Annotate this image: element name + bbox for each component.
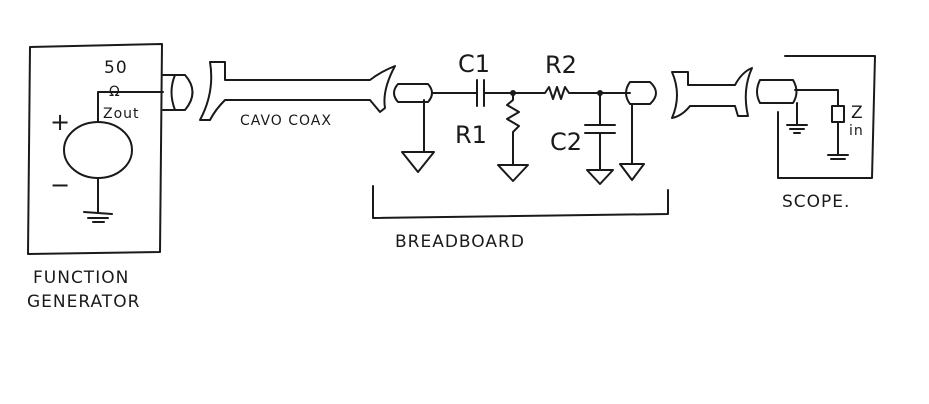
minus-sign: − [50,171,70,199]
r2-label: R2 [545,51,577,79]
cable-label: CAVO COAX [240,113,332,129]
c1-label: C1 [458,50,490,78]
impedance-value: 50 [104,58,128,78]
breadboard-label: BREADBOARD [395,232,525,252]
bnc-connector-icon [162,74,194,111]
wire [431,79,631,107]
scope-label: SCOPE. [782,192,850,212]
wire [777,55,876,179]
coax-cable: CAVO COAX [162,61,396,129]
bnc-connector-icon [393,83,433,103]
breadboard-bracket [372,185,669,219]
resistor-r1 [497,92,529,182]
c2-label: C2 [550,128,582,156]
r1-label: R1 [455,121,487,149]
capacitor-c2 [584,92,616,185]
zin-sub-label: in [849,123,864,139]
breadboard-circuit: C1 R1 R2 C2 BREADBOARD [372,50,669,252]
function-generator-label: FUNCTION [33,268,129,288]
wire [27,43,163,255]
function-generator: 50 Ω Zout + − FUNCTION GENERATOR [27,43,164,312]
bnc-connector-icon [756,79,798,104]
ground-icon [786,102,808,134]
input-impedance-icon [794,89,849,160]
zin-label: Z [851,103,864,123]
bnc-connector-icon [625,81,657,105]
wire [97,91,164,123]
wire [199,61,396,121]
impedance-unit: Ω [109,84,121,100]
zout-label: Zout [103,106,140,122]
coax-cable-2 [671,67,753,119]
ground-icon [401,99,435,173]
voltage-source-icon [63,121,133,179]
oscilloscope: Z in SCOPE. [756,55,876,212]
ground-icon [619,103,645,181]
function-generator-label-2: GENERATOR [27,292,140,312]
plus-sign: + [50,108,70,136]
ground-icon [83,177,113,223]
